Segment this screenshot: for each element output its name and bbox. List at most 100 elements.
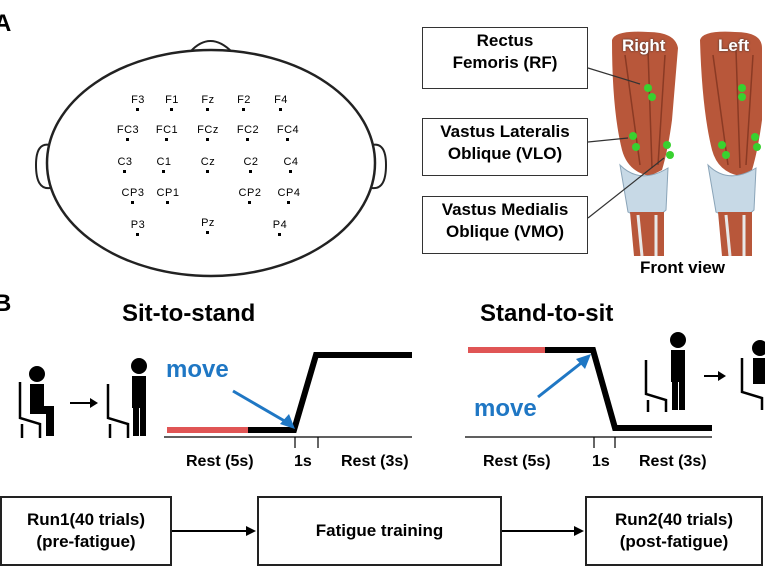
stand-to-sit-title: Stand-to-sit: [480, 300, 614, 327]
electrode-dot: [166, 201, 169, 204]
rf-label-line2: Femoris (RF): [452, 53, 558, 72]
electrode-label: P3: [130, 219, 146, 231]
electrode-pz: Pz: [192, 217, 224, 234]
electrode-dot: [123, 170, 126, 173]
electrode-c3: C3: [109, 156, 141, 173]
electrode-label: CP1: [156, 187, 180, 199]
electrode-cz: Cz: [192, 156, 224, 173]
sts-move-arrow: [232, 389, 289, 425]
standing-person-icon-2: [644, 332, 686, 412]
electrode-dot: [162, 170, 165, 173]
panel-label-b: B: [0, 290, 12, 317]
legs-illustration: [604, 31, 764, 257]
electrode-label: F3: [131, 94, 145, 106]
electrode-label: Cz: [200, 156, 216, 168]
electrode-cp3: CP3: [117, 187, 149, 204]
sts-mid-label: 1s: [294, 453, 312, 470]
sts2-rest2-label: Rest (3s): [639, 453, 707, 470]
electrode-dot: [242, 108, 245, 111]
electrode-dot: [279, 108, 282, 111]
electrode-label: F4: [274, 94, 288, 106]
sts2-rest1-label: Rest (5s): [483, 453, 551, 470]
electrode-label: FCz: [197, 124, 219, 136]
electrode-f2: F2: [228, 94, 260, 111]
electrode-label: CP2: [238, 187, 262, 199]
sts2-move-label: move: [474, 395, 537, 422]
right-leg-label: Right: [622, 36, 666, 55]
electrode-label: CP3: [121, 187, 145, 199]
electrode-dot: [246, 138, 249, 141]
electrode-dot: [136, 108, 139, 111]
electrode-dot: [287, 201, 290, 204]
electrode-f3: F3: [122, 94, 154, 111]
run1-line1: Run1(40 trials): [26, 510, 146, 529]
sts2-move-arrow: [537, 358, 586, 399]
sts2-trajectory: [545, 347, 712, 431]
vlo-label-line1: Vastus Lateralis: [440, 122, 570, 141]
head-outline: [45, 48, 377, 278]
electrode-fc2: FC2: [232, 124, 264, 141]
sit-to-stand-title: Sit-to-stand: [122, 300, 256, 327]
electrode-label: FC3: [116, 124, 140, 136]
electrode-label: C4: [283, 156, 299, 168]
sitting-person-icon: [18, 366, 54, 438]
emg-electrodes: [629, 84, 761, 159]
sts2-mid-label: 1s: [592, 453, 610, 470]
electrode-dot: [206, 231, 209, 234]
run2-line1: Run2(40 trials): [614, 510, 734, 529]
electrode-dot: [206, 170, 209, 173]
electrode-label: P4: [272, 219, 288, 231]
electrode-dot: [249, 170, 252, 173]
electrode-dot: [248, 201, 251, 204]
electrode-p4: P4: [264, 219, 296, 236]
electrode-dot: [131, 201, 134, 204]
sitting-person-icon-2: [740, 340, 765, 410]
electrode-f4: F4: [265, 94, 297, 111]
vlo-label-line2: Oblique (VLO): [447, 144, 563, 163]
sts-rest2-label: Rest (3s): [341, 453, 409, 470]
sts-trajectory: [248, 352, 412, 433]
electrode-label: C3: [117, 156, 133, 168]
electrode-c4: C4: [275, 156, 307, 173]
electrode-dot: [136, 233, 139, 236]
fatigue-training-box: Fatigue training: [257, 496, 502, 566]
electrode-fcz: FCz: [192, 124, 224, 141]
electrode-dot: [278, 233, 281, 236]
electrode-label: F2: [237, 94, 251, 106]
run2-box: Run2(40 trials) (post-fatigue): [585, 496, 763, 566]
vmo-label-box: Vastus Medialis Oblique (VMO): [422, 196, 588, 254]
electrode-fz: Fz: [192, 94, 224, 111]
electrode-fc1: FC1: [151, 124, 183, 141]
vmo-label-line2: Oblique (VMO): [445, 222, 565, 241]
panel-label-a: A: [0, 10, 12, 37]
sts-rest1-label: Rest (5s): [186, 453, 254, 470]
electrode-label: FC2: [236, 124, 260, 136]
electrode-cp2: CP2: [234, 187, 266, 204]
vlo-pointer: [587, 137, 629, 143]
fatigue-training-label: Fatigue training: [315, 521, 444, 540]
sts-move-label: move: [166, 356, 229, 383]
electrode-label: Pz: [201, 217, 215, 229]
electrode-fc4: FC4: [272, 124, 304, 141]
electrode-dot: [289, 170, 292, 173]
electrode-dot: [206, 138, 209, 141]
run1-box: Run1(40 trials) (pre-fatigue): [0, 496, 172, 566]
electrode-label: FC1: [155, 124, 179, 136]
run1-line2: (pre-fatigue): [36, 532, 136, 551]
electrode-dot: [206, 108, 209, 111]
rf-pointer: [587, 67, 641, 85]
electrode-dot: [165, 138, 168, 141]
standing-person-icon: [106, 358, 147, 438]
electrode-label: C1: [156, 156, 172, 168]
electrode-dot: [286, 138, 289, 141]
rf-label-line1: Rectus: [476, 31, 534, 50]
run2-line2: (post-fatigue): [619, 532, 729, 551]
electrode-p3: P3: [122, 219, 154, 236]
electrode-cp4: CP4: [273, 187, 305, 204]
front-view-caption: Front view: [640, 258, 726, 277]
electrode-label: F1: [165, 94, 179, 106]
electrode-dot: [170, 108, 173, 111]
left-leg-label: Left: [718, 36, 750, 55]
